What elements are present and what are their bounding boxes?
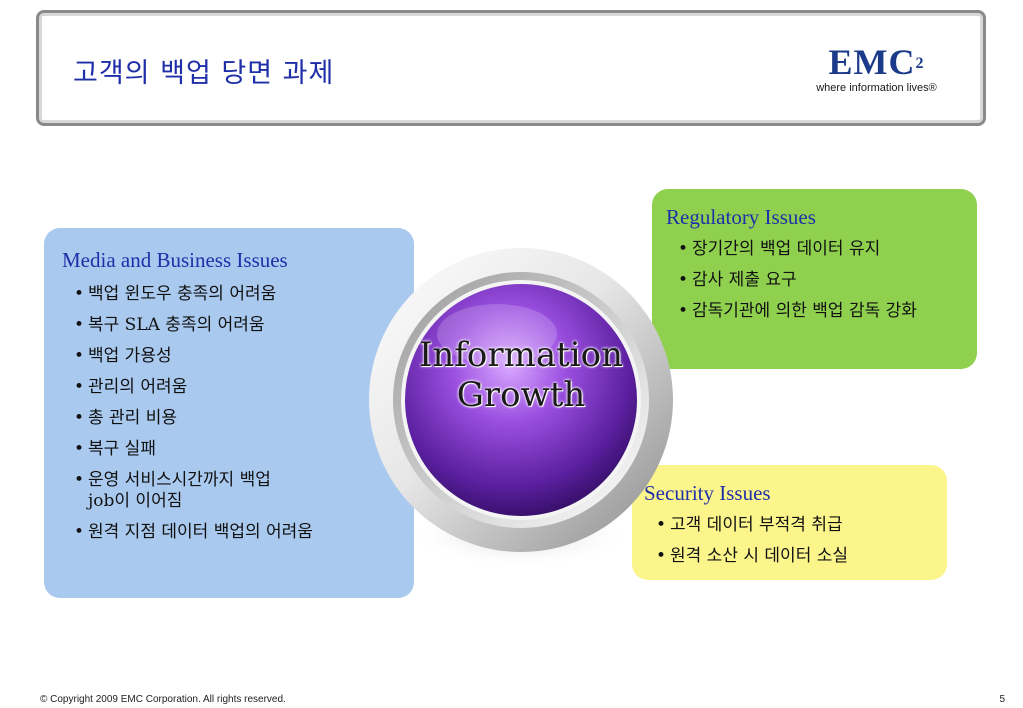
list-item: 복구 실패 [74, 439, 384, 460]
list-item: 원격 지점 데이터 백업의 어려움 [74, 522, 384, 543]
media-business-issues-list: 백업 윈도우 충족의 어려움 복구 SLA 충족의 어려움 백업 가용성 관리의… [74, 284, 384, 553]
list-item: 백업 가용성 [74, 346, 384, 367]
information-growth-sphere [357, 244, 685, 572]
slide-title: 고객의 백업 당면 과제 [73, 58, 335, 89]
purple-sphere [405, 284, 637, 516]
title-banner: 고객의 백업 당면 과제 EMC2 where information live… [36, 10, 986, 126]
list-item: 관리의 어려움 [74, 377, 384, 398]
security-issues-panel: Security Issues 고객 데이터 부적격 취급 원격 소산 시 데이… [632, 465, 947, 580]
sphere-label-line-2: Growth [456, 375, 586, 415]
sphere-highlight [437, 304, 557, 364]
regulatory-issues-panel: Regulatory Issues 장기간의 백업 데이터 유지 감사 제출 요… [652, 189, 977, 369]
logo-superscript: 2 [915, 55, 925, 72]
regulatory-issues-title: Regulatory Issues [666, 205, 816, 229]
security-issues-list: 고객 데이터 부적격 취급 원격 소산 시 데이터 소실 [656, 515, 936, 577]
list-item: 총 관리 비용 [74, 408, 384, 429]
list-item: 백업 윈도우 충족의 어려움 [74, 284, 384, 305]
sphere-label-line-1: Information [418, 335, 624, 375]
list-item: 감독기관에 의한 백업 감독 강화 [678, 301, 948, 322]
copyright-notice: © Copyright 2009 EMC Corporation. All ri… [40, 694, 286, 705]
sphere-graphic [369, 248, 673, 568]
security-issues-title: Security Issues [644, 481, 771, 505]
list-item: 장기간의 백업 데이터 유지 [678, 239, 948, 260]
sphere-label: Information Growth [357, 335, 685, 415]
emc-logo: EMC2 where information lives® [804, 43, 949, 95]
regulatory-issues-list: 장기간의 백업 데이터 유지 감사 제출 요구 감독기관에 의한 백업 감독 강… [678, 239, 948, 332]
list-item: 운영 서비스시간까지 백업 job이 이어짐 [74, 470, 288, 512]
media-business-issues-title: Media and Business Issues [62, 248, 288, 272]
logo-tagline: where information lives® [816, 82, 937, 94]
list-item: 감사 제출 요구 [678, 270, 948, 291]
media-business-issues-panel: Media and Business Issues 백업 윈도우 충족의 어려움… [44, 228, 414, 598]
list-item: 복구 SLA 충족의 어려움 [74, 315, 384, 336]
logo-mark: EMC2 [804, 43, 949, 81]
list-item: 원격 소산 시 데이터 소실 [656, 546, 936, 567]
list-item: 고객 데이터 부적격 취급 [656, 515, 936, 536]
page-number: 5 [999, 694, 1005, 705]
logo-mark-text: EMC [828, 42, 916, 82]
